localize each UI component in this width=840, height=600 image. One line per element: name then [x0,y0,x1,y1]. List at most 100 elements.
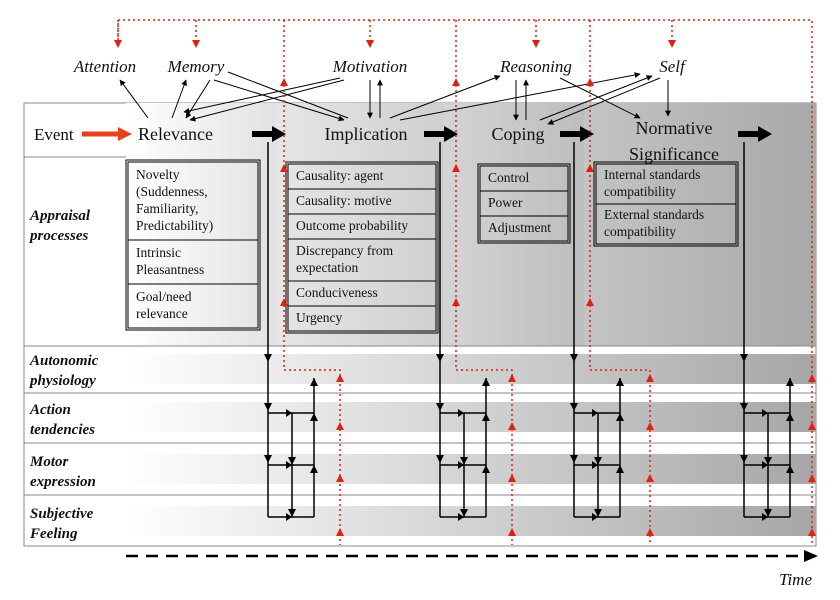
arrowhead-icon [586,298,594,306]
feedback-loops [114,19,816,545]
arrowhead-icon [508,422,516,430]
arrowhead-icon [508,528,516,536]
arrowhead-icon [452,298,460,306]
arrowhead-icon [114,40,122,48]
check-label: Discrepancy from [296,243,394,258]
arrowhead-icon [280,78,288,86]
cognitive-functions: Attention Memory Motivation Reasoning Se… [73,57,687,76]
checks-frame [593,161,739,247]
arrowhead-icon [586,164,594,172]
check-label: Internal standards [604,167,700,182]
stage-title-coping: Coping [491,124,544,144]
check-label: (Suddenness, [136,184,208,199]
arrowhead-icon [668,40,676,48]
row-label-action-1: Action [29,402,71,418]
efferent-arrows [264,142,794,521]
arrowhead-icon [808,474,816,482]
appraisal-checks: Novelty (Suddenness, Familiarity, Predictab… [125,159,739,334]
arrowhead-icon [508,474,516,482]
check-box [287,305,437,332]
check-label: Outcome probability [296,218,408,233]
check-label: Control [488,170,530,185]
check-label: Pleasantness [136,262,204,277]
check-box [479,215,569,242]
row-label-autonomic-2: physiology [28,373,96,389]
arrowhead-icon [452,78,460,86]
arrowhead-icon [336,422,344,430]
arrowhead-icon [740,354,748,362]
arrowhead-icon [808,422,816,430]
band-action [126,402,816,432]
check-label: expectation [296,260,358,275]
arrowhead-icon [808,528,816,536]
arrowhead-icon [436,354,444,362]
arrowhead-icon [508,374,516,382]
arrowhead-icon [570,354,578,362]
arrowhead-icon [646,474,654,482]
cog-motivation: Motivation [332,57,408,76]
arrowhead-icon [646,422,654,430]
stage-bg-normative [584,103,816,346]
check-label: compatibility [604,224,676,239]
arrowhead-icon [336,528,344,536]
checks-frame [285,161,439,334]
cognitive-links [119,71,671,125]
check-label: External standards [604,207,704,222]
arrow-icon [738,126,772,142]
checks-normative-significance: Internal standardscompatibilityExternal … [593,161,739,247]
row-label-appraisal-1: Appraisal [29,208,91,224]
arrowhead-icon [532,40,540,48]
check-label: compatibility [604,184,676,199]
cog-self: Self [659,57,687,76]
check-label: Causality: motive [296,193,392,208]
check-label: Conduciveness [296,285,378,300]
efferent-ladder [436,142,490,521]
row-label-appraisal-2: processes [28,228,88,244]
check-label: Predictability) [136,218,213,233]
row-label-motor-2: expression [30,474,96,490]
cog-attention: Attention [73,57,136,76]
check-label: relevance [136,306,188,321]
arrow-icon [252,126,286,142]
cog-reasoning: Reasoning [499,57,572,76]
stage-title-normative-2: Significance [629,144,719,164]
check-label: Goal/need [136,289,192,304]
arrowhead-icon [366,40,374,48]
row-label-motor-1: Motor [29,454,69,470]
arrowhead-icon [808,374,816,382]
stage-title-relevance: Relevance [138,124,213,144]
checks-frame [477,163,571,244]
row-labels: Appraisal processes Autonomic physiology… [28,208,99,542]
arrowhead-icon [336,474,344,482]
band-motor [126,454,816,484]
row-label-feeling-2: Feeling [29,526,78,542]
check-label: Intrinsic [136,245,181,260]
efferent-ladder [570,142,624,521]
row-label-feeling-1: Subjective [30,506,94,522]
event-label: Event [34,125,74,144]
arrowhead-icon [336,374,344,382]
check-label: Power [488,195,523,210]
cog-memory: Memory [167,57,225,76]
arrowhead-icon [452,164,460,172]
arrowhead-icon [192,40,200,48]
check-label: Causality: agent [296,168,384,183]
check-label: Novelty [136,167,180,182]
check-box [127,283,259,329]
stage-bg-relevance [126,103,276,346]
stage-transition-arrows [252,126,772,142]
arrowhead-icon [646,374,654,382]
arrow-icon [560,126,594,142]
stage-title-normative-1: Normative [636,118,713,138]
efferent-ladder [264,142,318,521]
efferent-ladder [740,142,794,521]
arrowhead-icon [280,164,288,172]
band-feeling [126,506,816,536]
arrowhead-icon [280,298,288,306]
row-label-action-2: tendencies [30,422,95,438]
arrowhead-icon [586,78,594,86]
band-autonomic [126,354,816,384]
check-label: Familiarity, [136,201,199,216]
